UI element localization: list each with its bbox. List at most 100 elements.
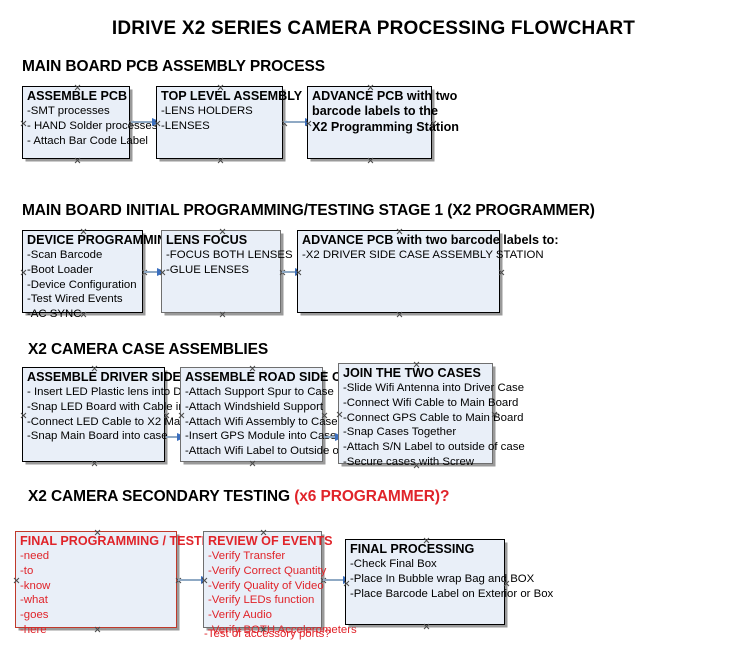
resize-handle-bottom[interactable] [396, 311, 403, 318]
box-line: -Attach Support Spur to Case [185, 386, 334, 399]
box-line: -Place Barcode Label on Exterior or Box [350, 587, 554, 600]
box-line: - Insert LED Plastic lens into Driver Ca… [27, 386, 234, 399]
box-title: ADVANCE PCB with two barcode labels to: [302, 233, 559, 247]
section-heading-4: X2 CAMERA SECONDARY TESTING (x6 PROGRAMM… [28, 488, 449, 506]
box-line: - Attach Bar Code Label [27, 134, 148, 147]
box-line: -Snap LED Board with Cable into Case [27, 401, 224, 414]
box-title: DEVICE PROGRAMMING [27, 233, 177, 247]
box-top-level-assembly[interactable]: TOP LEVEL ASSEMBLY -LENS HOLDERS -LENSES [156, 86, 303, 159]
section-heading-4-text: X2 CAMERA SECONDARY TESTING [28, 488, 295, 505]
box-title: REVIEW OF EVENTS [208, 534, 333, 548]
box-review-of-events-content: REVIEW OF EVENTS -Verify Transfer -Verif… [208, 534, 357, 637]
resize-handle-left[interactable] [20, 120, 27, 127]
box-line: -to [20, 565, 34, 578]
box-line: -SMT processes [27, 105, 110, 118]
box-line: -Connect LED Cable to X2 Main Board [27, 415, 223, 428]
box-line: -what [20, 594, 48, 607]
box-line: -Snap Main Board into case [27, 430, 168, 443]
box-final-processing-content: FINAL PROCESSING -Check Final Box -Place… [350, 542, 554, 601]
box-join-the-two-cases-content: JOIN THE TWO CASES -Slide Wifi Antenna i… [343, 366, 525, 469]
box-title-line3: X2 Programming Station [312, 119, 459, 134]
connector-arrow [282, 267, 304, 276]
page-title: IDRIVE X2 SERIES CAMERA PROCESSING FLOWC… [111, 18, 636, 39]
box-line: -Verify Quality of Video [208, 579, 324, 592]
box-title: ASSEMBLE DRIVER SIDE CASE [27, 370, 220, 384]
section-heading-1-text: MAIN BOARD PCB ASSEMBLY PROCESS [22, 58, 325, 75]
resize-handle-left[interactable] [20, 412, 27, 419]
box-line: -Scan Barcode [27, 249, 103, 262]
box-title: LENS FOCUS [166, 233, 248, 247]
section-heading-2-text: MAIN BOARD INITIAL PROGRAMMING/TESTING S… [22, 202, 595, 219]
box-line: -FOCUS BOTH LENSES [166, 249, 293, 262]
box-advance-pcb-programming-station[interactable]: ADVANCE PCB with two barcode labels to t… [307, 86, 459, 159]
section-heading-1: MAIN BOARD PCB ASSEMBLY PROCESS [22, 58, 325, 76]
resize-handle-bottom[interactable] [74, 157, 81, 164]
connector-arrow [166, 432, 186, 441]
resize-handle-bottom[interactable] [249, 460, 256, 467]
connector-arrow [284, 117, 314, 126]
connector-arrow [144, 267, 166, 276]
box-line: -Secure cases with Screw [343, 455, 475, 468]
box-line: -know [20, 579, 51, 592]
box-review-of-events[interactable]: REVIEW OF EVENTS -Verify Transfer -Verif… [203, 531, 357, 636]
box-advance-pcb-driver-side-case[interactable]: ADVANCE PCB with two barcode labels to: … [297, 230, 559, 313]
box-line: -AC SYNC [27, 307, 82, 320]
box-line: -Connect GPS Cable to Main Board [343, 411, 524, 424]
box-title: ASSEMBLE PCB [27, 89, 128, 103]
section-heading-3: X2 CAMERA CASE ASSEMBLIES [28, 341, 268, 359]
box-line: -Device Configuration [27, 278, 137, 291]
box-advance-pcb-driver-side-case-content: ADVANCE PCB with two barcode labels to: … [302, 233, 559, 263]
box-title: ADVANCE PCB with two [312, 89, 458, 103]
box-final-programming-testing-content: FINAL PROGRAMMING / TESTING -need -to -k… [20, 534, 225, 637]
box-line: -Slide Wifi Antenna into Driver Case [343, 382, 525, 395]
resize-handle-bottom[interactable] [217, 157, 224, 164]
box-lens-focus-content: LENS FOCUS -FOCUS BOTH LENSES -GLUE LENS… [166, 233, 293, 278]
box-line: -Attach S/N Label to outside of case [343, 440, 525, 453]
connector-arrow [131, 117, 161, 126]
section-heading-3-text: X2 CAMERA CASE ASSEMBLIES [28, 341, 269, 358]
box-assemble-driver-side-case[interactable]: ASSEMBLE DRIVER SIDE CASE - Insert LED P… [20, 367, 234, 462]
box-line: -Verify BOTH Accelerometers [208, 623, 357, 636]
box-line: -Verify Transfer [208, 550, 286, 563]
box-line: -Boot Loader [27, 264, 93, 277]
resize-handle-left[interactable] [13, 577, 20, 584]
box-lens-focus[interactable]: LENS FOCUS -FOCUS BOTH LENSES -GLUE LENS… [161, 230, 293, 313]
box-device-programming[interactable]: DEVICE PROGRAMMING -Scan Barcode -Boot L… [20, 230, 177, 320]
box-line: -X2 DRIVER SIDE CASE ASSEMBLY STATION [302, 249, 544, 262]
resize-handle-bottom[interactable] [367, 157, 374, 164]
resize-handle-bottom[interactable] [219, 311, 226, 318]
box-line: -need [20, 550, 50, 563]
box-line: -LENS HOLDERS [161, 105, 253, 118]
box-line: -Check Final Box [350, 558, 437, 571]
box-line: -GLUE LENSES [166, 264, 249, 277]
box-advance-pcb-programming-station-content: ADVANCE PCB with two barcode labels to t… [312, 89, 459, 135]
box-line: -Verify LEDs function [208, 594, 315, 607]
box-title-line2: barcode labels to the [312, 104, 438, 119]
box-line: -Test Wired Events [27, 293, 123, 306]
box-title: TOP LEVEL ASSEMBLY [161, 89, 303, 103]
box-top-level-assembly-content: TOP LEVEL ASSEMBLY -LENS HOLDERS -LENSES [161, 89, 303, 134]
box-assemble-road-side-case[interactable]: ASSEMBLE ROAD SIDE CASE -Attach Support … [180, 367, 372, 462]
box-final-programming-testing[interactable]: FINAL PROGRAMMING / TESTING -need -to -k… [13, 531, 224, 636]
resize-handle-bottom[interactable] [423, 623, 430, 630]
box-final-processing[interactable]: FINAL PROCESSING -Check Final Box -Place… [345, 539, 554, 625]
box-review-of-events-overflow-line: -Test of accessory ports? [204, 628, 331, 640]
box-line: - HAND Solder processes [27, 120, 158, 133]
box-assemble-pcb[interactable]: ASSEMBLE PCB -SMT processes - HAND Solde… [20, 86, 158, 159]
section-heading-2: MAIN BOARD INITIAL PROGRAMMING/TESTING S… [22, 202, 595, 220]
box-title: FINAL PROGRAMMING / TESTING [20, 534, 225, 548]
box-line: -Attach Wifi Label to Outside of Case [185, 444, 372, 457]
box-line: -Attach Windshield Support [185, 401, 324, 414]
resize-handle-right[interactable] [498, 269, 505, 276]
box-join-the-two-cases[interactable]: JOIN THE TWO CASES -Slide Wifi Antenna i… [338, 363, 525, 468]
resize-handle-bottom[interactable] [91, 460, 98, 467]
box-line: -LENSES [161, 120, 210, 133]
box-line: -goes [20, 608, 49, 621]
box-line: -Connect Wifi Cable to Main Board [343, 397, 519, 410]
connector-arrow [323, 575, 352, 584]
resize-handle-left[interactable] [20, 269, 27, 276]
connector-arrow [324, 432, 344, 441]
box-line: -Snap Cases Together [343, 426, 457, 439]
box-line: -Insert GPS Module into Case [185, 430, 337, 443]
